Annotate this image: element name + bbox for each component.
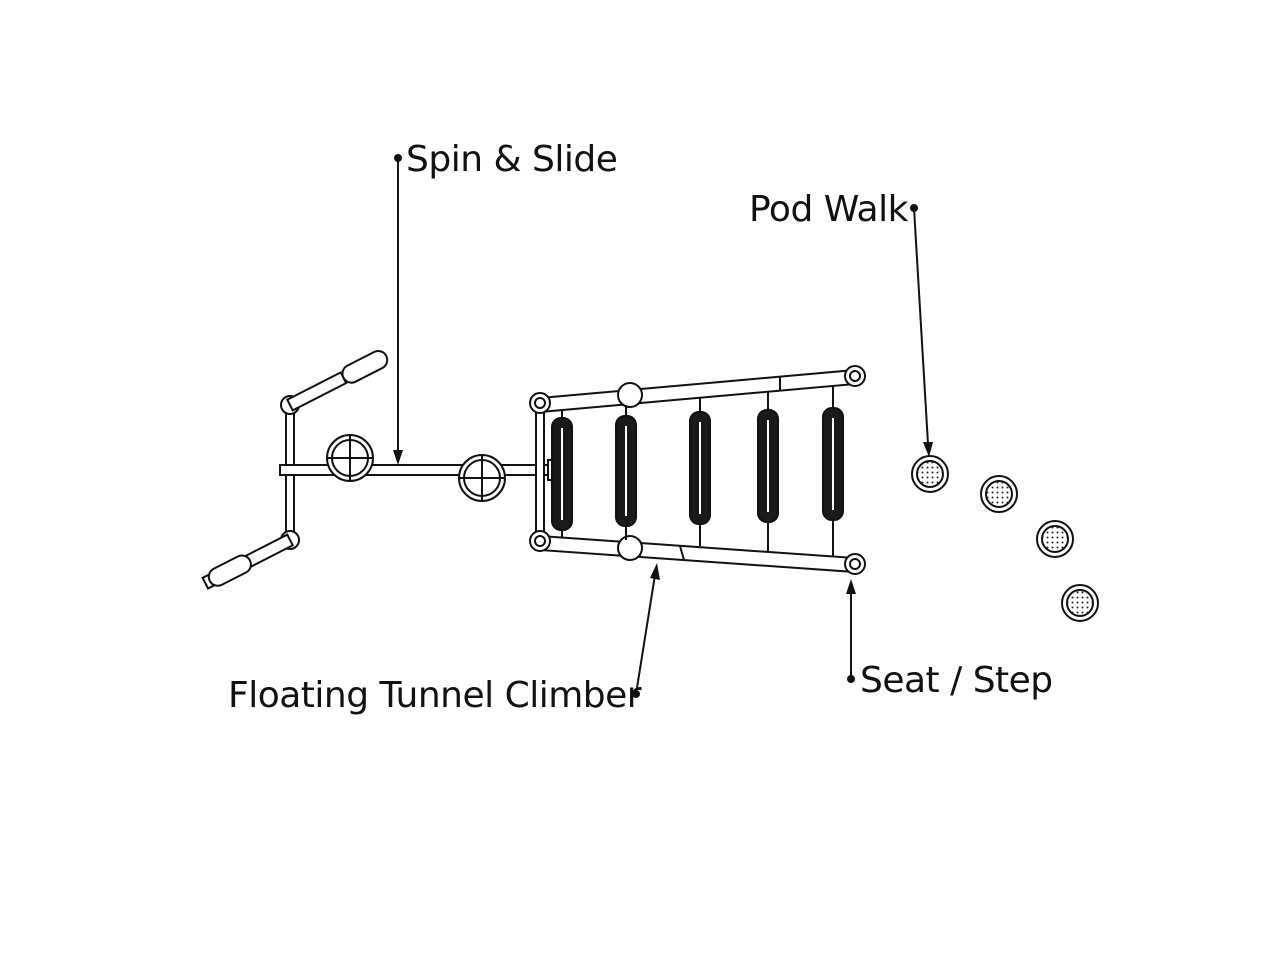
tunnel-left-frame xyxy=(535,404,545,542)
tunnel-rung-5 xyxy=(822,386,844,556)
spin-wheel-left xyxy=(326,434,374,482)
tunnel-rung-3 xyxy=(689,398,711,546)
tunnel-climber-structure xyxy=(529,365,866,575)
spin-wheel-right xyxy=(458,454,506,502)
spin-slide-main-rail xyxy=(279,464,553,476)
seat-step-label: Seat / Step xyxy=(860,660,1053,701)
pod-3 xyxy=(1036,520,1074,558)
pod-2 xyxy=(980,475,1018,513)
pod-walk-leader xyxy=(910,204,933,457)
tunnel-rungs xyxy=(551,386,844,556)
spin-slide-structure xyxy=(201,350,557,590)
leader-lines xyxy=(393,154,933,698)
tunnel-rung-2 xyxy=(615,405,637,540)
pod-1 xyxy=(911,455,949,493)
tunnel-climber-leader xyxy=(632,563,660,698)
upper-handle-arm xyxy=(285,350,389,412)
spin-slide-label: Spin & Slide xyxy=(406,139,618,180)
tunnel-climber-label: Floating Tunnel Climber xyxy=(228,675,642,716)
lower-handle-arm xyxy=(201,533,295,590)
seat-step-leader xyxy=(846,579,856,683)
tunnel-top-rail xyxy=(539,368,856,414)
tunnel-bottom-rail xyxy=(539,534,856,574)
spin-slide-leader xyxy=(393,154,403,465)
tunnel-rung-4 xyxy=(757,392,779,551)
pod-walk-label: Pod Walk xyxy=(749,189,908,230)
tunnel-rung-1 xyxy=(551,410,573,538)
pod-4 xyxy=(1061,584,1099,622)
pod-walk-pods xyxy=(911,455,1099,622)
